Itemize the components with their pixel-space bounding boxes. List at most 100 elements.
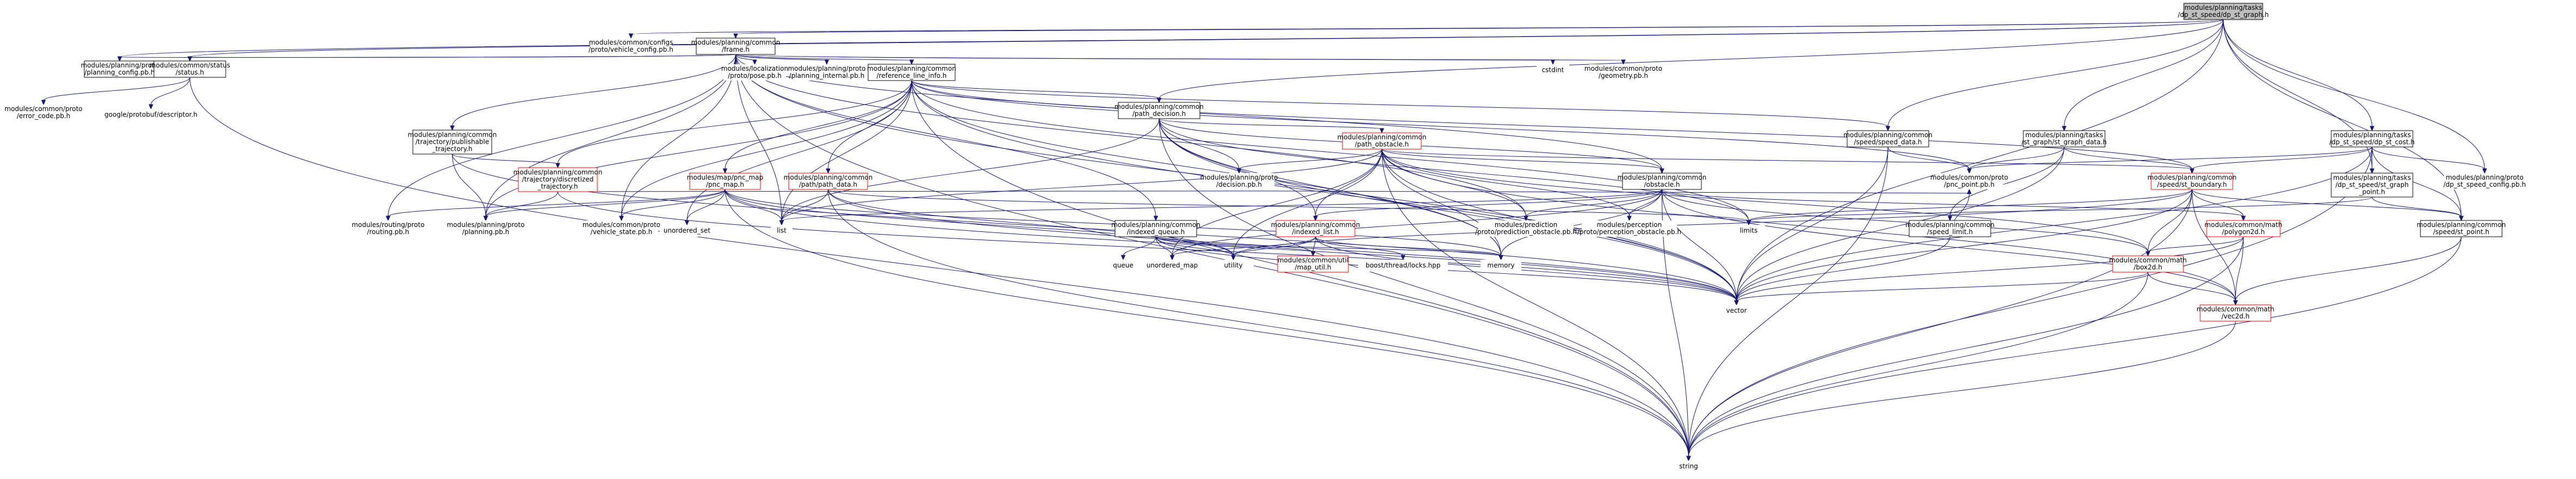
- node-error_code[interactable]: modules/common/proto/error_code.pb.h: [4, 105, 83, 121]
- node-status[interactable]: modules/common/status/status.h: [150, 60, 230, 78]
- node-queue[interactable]: queue: [1107, 260, 1140, 272]
- node-box: [1114, 220, 1197, 237]
- node-box: [2183, 3, 2263, 20]
- node-map_util[interactable]: modules/common/util/map_util.h: [1277, 255, 1349, 273]
- edge-line: [119, 19, 2224, 58]
- node-unordered_map[interactable]: unordered_map: [1142, 260, 1202, 272]
- node-label-line: /pnc_map.h: [706, 181, 744, 188]
- edge-vec2d-to-string: [1686, 321, 2236, 462]
- node-label-line: /speed/speed_data.h: [1854, 138, 1922, 146]
- node-label-line: modules/common/proto: [1584, 65, 1662, 72]
- edge-line: [1501, 189, 1662, 256]
- node-list[interactable]: list: [771, 225, 792, 237]
- edge-pnc_map-to-vector: [725, 189, 1739, 306]
- edge-arrowhead: [2061, 126, 2067, 132]
- node-label-line: modules/planning/proto: [2445, 174, 2523, 181]
- node-pose[interactable]: modules/localization/proto/pose.pb.h: [721, 64, 788, 81]
- node-path_data[interactable]: modules/planning/common/path/path_data.h: [784, 173, 873, 190]
- node-label-line: utility: [1224, 262, 1242, 269]
- edge-arrowhead: [1550, 59, 1556, 65]
- edge-line: [452, 153, 558, 164]
- node-speed_limit[interactable]: modules/planning/common/speed_limit.h: [1905, 220, 1995, 237]
- edge-st_graph_data-to-st_boundary: [2064, 146, 2195, 174]
- node-boost_locks[interactable]: boost/thread/locks.hpp: [1358, 260, 1448, 272]
- edge-obstacle-to-list: [779, 189, 1662, 226]
- edge-arrowhead: [1379, 128, 1384, 134]
- node-planning_config[interactable]: modules/planning/proto/planning_config.p…: [81, 60, 159, 78]
- edge-st_boundary-to-speed_point: [2191, 189, 2464, 222]
- node-publishable_trajectory[interactable]: modules/planning/common/trajectory/publi…: [408, 130, 497, 155]
- node-label-line: unordered_map: [1147, 262, 1198, 269]
- edge-line: [1736, 146, 1888, 302]
- node-path_obstacle[interactable]: modules/planning/common/path_obstacle.h: [1337, 132, 1427, 150]
- node-label-line: google/protobuf/descriptor.h: [104, 111, 197, 119]
- edge-line: [1382, 149, 1630, 217]
- node-string[interactable]: string: [1671, 460, 1706, 472]
- node-perception_obstacle[interactable]: modules/perception/proto/perception_obst…: [1577, 220, 1681, 237]
- node-routing_pb[interactable]: modules/routing/proto/routing.pb.h: [352, 220, 425, 237]
- node-st_graph_data[interactable]: modules/planning/tasks/st_graph/st_graph…: [2022, 130, 2107, 148]
- node-speed_data[interactable]: modules/planning/common/speed/speed_data…: [1843, 130, 1933, 148]
- node-pnc_point[interactable]: modules/common/proto/pnc_point.pb.h: [1930, 173, 2008, 189]
- node-dp_st_speed_config[interactable]: modules/planning/proto/dp_st_speed_confi…: [2443, 173, 2526, 189]
- node-label-line: modules/planning/common: [1271, 221, 1360, 229]
- node-box: [106, 109, 196, 121]
- edge-arrowhead: [483, 216, 488, 222]
- node-utility[interactable]: utility: [1213, 260, 1254, 272]
- edge-line: [1159, 118, 1240, 170]
- edge-line: [1688, 146, 2373, 457]
- node-dp_st_cost[interactable]: modules/planning/tasks/dp_st_speed/dp_st…: [2329, 130, 2415, 148]
- edge-box2d-to-string: [1686, 272, 2148, 462]
- edge-line: [1155, 236, 1173, 256]
- node-label-line: modules/planning/tasks: [2026, 131, 2103, 139]
- node-discretized_trajectory[interactable]: modules/planning/common/trajectory/discr…: [513, 167, 603, 192]
- node-indexed_queue[interactable]: modules/planning/common/indexed_queue.h: [1111, 220, 1200, 237]
- node-vehicle_config[interactable]: modules/common/configs/proto/vehicle_con…: [589, 38, 673, 54]
- node-box2d[interactable]: modules/common/math/box2d.h: [2109, 255, 2187, 273]
- edge-arrowhead: [2482, 168, 2487, 174]
- edge-arrowhead: [779, 220, 784, 226]
- node-planning_internal[interactable]: modules/planning/proto/planning_internal…: [788, 64, 866, 81]
- node-speed_point[interactable]: modules/planning/common/speed/st_point.h: [2417, 220, 2506, 237]
- node-limits[interactable]: limits: [1732, 225, 1765, 237]
- node-memory[interactable]: memory: [1481, 260, 1521, 272]
- node-vec2d[interactable]: modules/common/math/vec2d.h: [2197, 304, 2275, 322]
- node-planning_pb[interactable]: modules/planning/proto/planning.pb.h: [447, 220, 525, 237]
- edge-line: [781, 118, 1160, 222]
- node-label-line: /path_decision.h: [1132, 110, 1186, 118]
- node-st_boundary[interactable]: modules/planning/common/speed/st_boundar…: [2147, 173, 2237, 190]
- node-box: [1213, 260, 1254, 272]
- edge-line: [1887, 146, 1970, 170]
- edge-reference_line_info-to-pnc_point: [911, 80, 1972, 174]
- node-unordered_set[interactable]: unordered_set: [660, 225, 714, 237]
- edge-line: [2235, 236, 2244, 302]
- node-dp_st_graph_point[interactable]: modules/planning/tasks/dp_st_speed/st_gr…: [2331, 173, 2413, 198]
- node-geometry[interactable]: modules/common/proto/geometry.pb.h: [1584, 64, 1662, 81]
- node-polygon2d[interactable]: modules/common/math/polygon2d.h: [2205, 220, 2282, 237]
- node-descriptor[interactable]: google/protobuf/descriptor.h: [104, 109, 197, 121]
- edge-arrowhead: [1746, 220, 1751, 226]
- node-frame[interactable]: modules/planning/common/frame.h: [691, 38, 781, 55]
- node-vector[interactable]: vector: [1719, 305, 1754, 317]
- node-box: [412, 130, 492, 155]
- node-prediction_obstacle[interactable]: modules/prediction/proto/prediction_obst…: [1475, 220, 1577, 237]
- node-pnc_map[interactable]: modules/map/pnc_map/pnc_map.h: [687, 173, 763, 190]
- edge-pnc_map-to-list: [725, 189, 784, 226]
- node-decision_pb[interactable]: modules/planning/proto/decision.pb.h: [1200, 173, 1278, 189]
- node-root[interactable]: modules/planning/tasks/dp_st_speed/dp_st…: [2178, 3, 2269, 20]
- node-label-line: /box2d.h: [2134, 263, 2162, 271]
- node-cstdint[interactable]: cstdint: [1537, 64, 1569, 76]
- node-reference_line_info[interactable]: modules/planning/common/reference_line_i…: [867, 64, 956, 81]
- edge-frame-to-geometry: [735, 54, 1626, 65]
- node-label-line: modules/common/math: [2197, 305, 2275, 313]
- edge-line: [735, 54, 1526, 217]
- node-obstacle[interactable]: modules/planning/common/obstacle.h: [1618, 173, 1707, 190]
- edge-line: [911, 80, 1888, 127]
- node-indexed_list[interactable]: modules/planning/common/indexed_list.h: [1271, 220, 1360, 237]
- node-path_decision[interactable]: modules/planning/common/path_decision.h: [1114, 102, 1204, 119]
- node-label-line: modules/planning/proto: [447, 221, 524, 229]
- edge-line: [1233, 236, 1316, 256]
- edge-line: [1887, 19, 2224, 127]
- node-vehicle_state[interactable]: modules/common/proto/vehicle_state.pb.h: [583, 220, 660, 237]
- edge-dp_st_graph_point-to-speed_point: [2371, 196, 2464, 222]
